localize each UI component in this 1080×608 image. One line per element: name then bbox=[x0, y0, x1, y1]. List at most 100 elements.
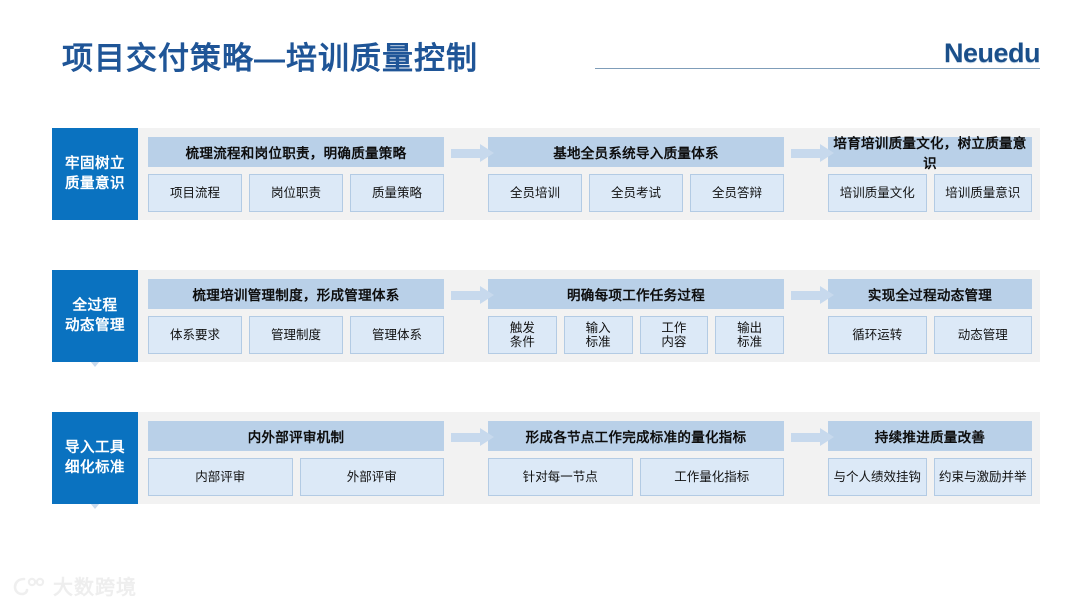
chip-line1: 动态管理 bbox=[957, 327, 1008, 342]
group-3-2: 形成各节点工作完成标准的量化指标 针对每一节点 工作量化指标 bbox=[488, 420, 784, 496]
diagram-row-3: 导入工具 细化标准 内外部评审机制 内部评审 外部评审 形成各节点工作完成标准的… bbox=[52, 412, 1040, 504]
diagram-row-3-body: 内外部评审机制 内部评审 外部评审 形成各节点工作完成标准的量化指标 针对每一节… bbox=[138, 412, 1040, 504]
chip[interactable]: 针对每一节点 bbox=[488, 457, 633, 496]
group-1-1-chips: 项目流程 岗位职责 质量策略 bbox=[148, 173, 444, 212]
group-1-1-header: 梳理流程和岗位职责，明确质量策略 bbox=[148, 136, 444, 167]
group-3-3-chips: 与个人绩效挂钩 约束与激励并举 bbox=[828, 457, 1032, 496]
chip[interactable]: 循环运转 bbox=[828, 315, 927, 354]
chip[interactable]: 体系要求 bbox=[148, 315, 242, 354]
chip-line1: 针对每一节点 bbox=[522, 469, 598, 484]
chip[interactable]: 工作量化指标 bbox=[639, 457, 784, 496]
chip-line1: 管理体系 bbox=[371, 327, 422, 342]
diagram-row-2: 全过程 动态管理 梳理培训管理制度，形成管理体系 体系要求 管理制度 管理体系 … bbox=[52, 270, 1040, 362]
group-1-3: 培育培训质量文化，树立质量意识 培训质量文化 培训质量意识 bbox=[828, 136, 1032, 212]
chip[interactable]: 管理体系 bbox=[350, 315, 444, 354]
chip-line2: 标准 bbox=[585, 334, 611, 349]
chip[interactable]: 管理制度 bbox=[249, 315, 343, 354]
chip[interactable]: 触发 条件 bbox=[488, 315, 557, 354]
stage-label-2-line1: 全过程 bbox=[72, 298, 118, 314]
flow-arrow-right bbox=[444, 278, 494, 354]
loop-logo-icon bbox=[12, 575, 46, 597]
stage-label-3-line2: 细化标准 bbox=[65, 460, 125, 476]
flow-arrow-right bbox=[784, 136, 834, 212]
chip-line1: 培训质量意识 bbox=[945, 185, 1021, 200]
chip-line1: 输入 bbox=[585, 320, 611, 335]
chip-line1: 管理制度 bbox=[270, 327, 321, 342]
arrow-shaft bbox=[451, 428, 494, 446]
group-3-2-header: 形成各节点工作完成标准的量化指标 bbox=[488, 420, 784, 451]
arrow-shaft bbox=[451, 144, 494, 162]
stage-label-2[interactable]: 全过程 动态管理 bbox=[52, 270, 138, 362]
chip[interactable]: 输出 标准 bbox=[715, 315, 784, 354]
group-3-1: 内外部评审机制 内部评审 外部评审 bbox=[148, 420, 444, 496]
group-3-2-chips: 针对每一节点 工作量化指标 bbox=[488, 457, 784, 496]
chip-line2: 内容 bbox=[661, 334, 687, 349]
chip[interactable]: 培训质量意识 bbox=[933, 173, 1032, 212]
arrow-shaft bbox=[791, 428, 834, 446]
group-3-1-header: 内外部评审机制 bbox=[148, 420, 444, 451]
chip-line1: 输出 bbox=[737, 320, 763, 335]
arrow-shaft bbox=[791, 144, 834, 162]
chip[interactable]: 培训质量文化 bbox=[828, 173, 927, 212]
group-2-3-chips: 循环运转 动态管理 bbox=[828, 315, 1032, 354]
group-1-2: 基地全员系统导入质量体系 全员培训 全员考试 全员答辩 bbox=[488, 136, 784, 212]
group-2-1-chips: 体系要求 管理制度 管理体系 bbox=[148, 315, 444, 354]
page-title: 项目交付策略—培训质量控制 bbox=[62, 41, 478, 76]
chip-line2: 标准 bbox=[737, 334, 763, 349]
flow-arrow-right bbox=[444, 136, 494, 212]
diagram-row-2-body: 梳理培训管理制度，形成管理体系 体系要求 管理制度 管理体系 明确每项工作任务过… bbox=[138, 270, 1040, 362]
group-1-2-chips: 全员培训 全员考试 全员答辩 bbox=[488, 173, 784, 212]
chip[interactable]: 质量策略 bbox=[350, 173, 444, 212]
flow-arrow-right bbox=[784, 420, 834, 496]
header-divider bbox=[595, 68, 1040, 69]
chip[interactable]: 全员答辩 bbox=[690, 173, 784, 212]
group-3-1-chips: 内部评审 外部评审 bbox=[148, 457, 444, 496]
chip-line1: 触发 bbox=[509, 320, 535, 335]
chip[interactable]: 全员考试 bbox=[589, 173, 683, 212]
chip[interactable]: 工作 内容 bbox=[639, 315, 709, 354]
stage-label-3[interactable]: 导入工具 细化标准 bbox=[52, 412, 138, 504]
group-1-3-header: 培育培训质量文化，树立质量意识 bbox=[828, 136, 1032, 171]
chip[interactable]: 外部评审 bbox=[299, 457, 444, 496]
watermark: 大数跨境 bbox=[12, 571, 137, 600]
stage-label-1-line1: 牢固树立 bbox=[65, 156, 125, 172]
group-2-2-chips: 触发 条件 输入 标准 工作 内容 输出 标准 bbox=[488, 315, 784, 354]
group-1-3-chips: 培训质量文化 培训质量意识 bbox=[828, 173, 1032, 212]
group-2-2: 明确每项工作任务过程 触发 条件 输入 标准 工作 内容 输 bbox=[488, 278, 784, 354]
stage-label-2-line2: 动态管理 bbox=[65, 318, 125, 334]
group-2-2-header: 明确每项工作任务过程 bbox=[488, 278, 784, 309]
chip-line1: 项目流程 bbox=[169, 185, 220, 200]
chip-line1: 全员考试 bbox=[610, 185, 661, 200]
chip-line1: 与个人绩效挂钩 bbox=[833, 469, 921, 484]
chip-line1: 岗位职责 bbox=[270, 185, 321, 200]
watermark-text: 大数跨境 bbox=[53, 577, 137, 599]
group-1-2-header: 基地全员系统导入质量体系 bbox=[488, 136, 784, 167]
chip-line1: 体系要求 bbox=[169, 327, 220, 342]
chip[interactable]: 全员培训 bbox=[488, 173, 582, 212]
chip[interactable]: 与个人绩效挂钩 bbox=[828, 457, 927, 496]
chip-line1: 内部评审 bbox=[195, 469, 246, 484]
group-1-1: 梳理流程和岗位职责，明确质量策略 项目流程 岗位职责 质量策略 bbox=[148, 136, 444, 212]
chip[interactable]: 约束与激励并举 bbox=[933, 457, 1032, 496]
chip[interactable]: 输入 标准 bbox=[563, 315, 633, 354]
diagram-row-1: 牢固树立 质量意识 梳理流程和岗位职责，明确质量策略 项目流程 岗位职责 质量策… bbox=[52, 128, 1040, 220]
stage-label-1[interactable]: 牢固树立 质量意识 bbox=[52, 128, 138, 220]
chip-line1: 工作量化指标 bbox=[674, 469, 750, 484]
diagram-row-1-body: 梳理流程和岗位职责，明确质量策略 项目流程 岗位职责 质量策略 基地全员系统导入… bbox=[138, 128, 1040, 220]
stage-label-1-line2: 质量意识 bbox=[65, 176, 125, 192]
chip-line1: 循环运转 bbox=[852, 327, 903, 342]
chip-line1: 外部评审 bbox=[346, 469, 397, 484]
flow-arrow-right bbox=[784, 278, 834, 354]
stage-label-3-line1: 导入工具 bbox=[65, 440, 125, 456]
chip-line2: 条件 bbox=[509, 334, 535, 349]
brand-logo: Neuedu bbox=[943, 38, 1041, 68]
arrow-shaft bbox=[791, 286, 834, 304]
chip[interactable]: 岗位职责 bbox=[249, 173, 343, 212]
flow-arrow-right bbox=[444, 420, 494, 496]
chip[interactable]: 项目流程 bbox=[148, 173, 242, 212]
group-3-3-header: 持续推进质量改善 bbox=[828, 420, 1032, 451]
arrow-shaft bbox=[451, 286, 494, 304]
chip[interactable]: 内部评审 bbox=[148, 457, 293, 496]
chip-line1: 工作 bbox=[661, 320, 687, 335]
chip[interactable]: 动态管理 bbox=[933, 315, 1032, 354]
